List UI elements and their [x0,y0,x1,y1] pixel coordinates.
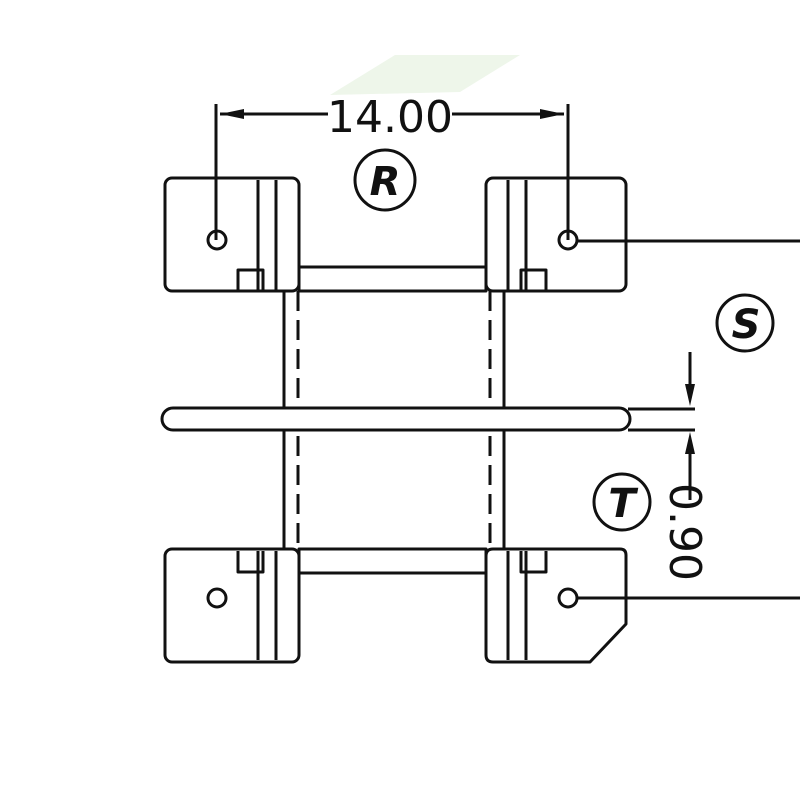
callout-t-label: T [608,481,638,527]
gap-dimension: 0.90 [659,352,710,581]
width-dimension: 14.00 [214,92,570,240]
callout-r-label: R [370,159,401,205]
callout-t: T [592,472,652,532]
watermark-smudge [330,55,520,95]
bottom-flange-left [163,547,301,664]
top-flange-right [484,176,628,293]
bottom-crossbar [297,547,488,575]
callout-r: R [353,148,417,212]
leader-lines [577,239,800,600]
width-dimension-label: 14.00 [327,92,453,143]
callout-s-label: S [732,302,761,348]
top-flange-left [163,176,301,293]
callout-s: S [715,293,775,353]
gap-dimension-label: 0.90 [659,483,710,581]
bottom-flange-right [484,547,628,664]
middle-plate [160,406,695,432]
top-crossbar [297,265,488,293]
